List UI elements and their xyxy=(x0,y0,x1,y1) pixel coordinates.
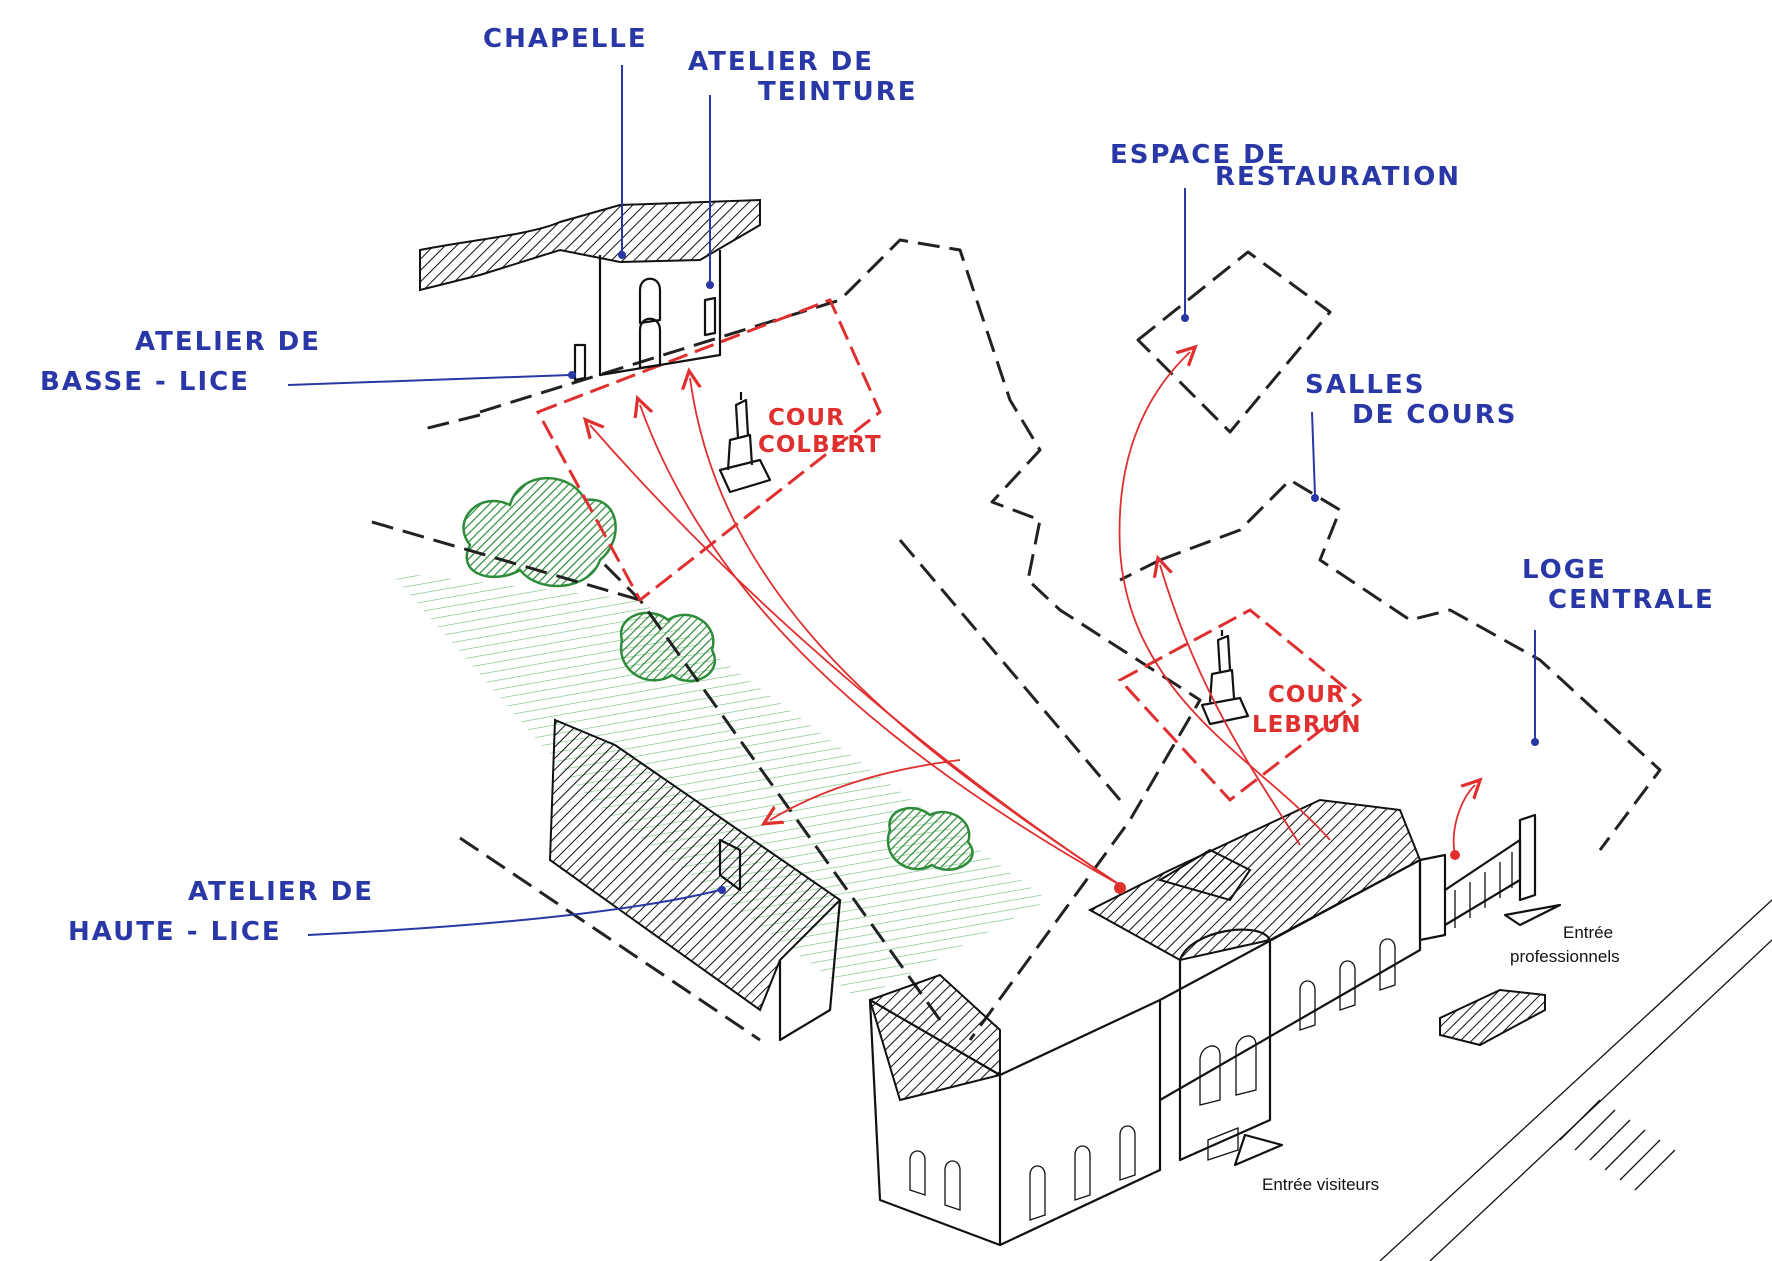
label-entree-visiteurs: Entrée visiteurs xyxy=(1262,1175,1379,1194)
crosswalk xyxy=(1559,1099,1676,1191)
entrance-gate xyxy=(1418,813,1537,942)
label-atelier-basse-lice-1: ATELIER DE xyxy=(135,327,321,357)
chapelle-building xyxy=(419,198,761,382)
label-loge-centrale-1: LOGE xyxy=(1522,555,1607,585)
label-atelier-teinture-2: TEINTURE xyxy=(758,77,918,107)
cour-colbert xyxy=(535,298,882,603)
statue-colbert xyxy=(718,392,772,494)
car xyxy=(1439,988,1546,1047)
labels: CHAPELLE ATELIER DE TEINTURE ESPACE DE R… xyxy=(40,24,1715,1194)
label-salles-cours-2: DE COURS xyxy=(1352,400,1517,430)
entree-visiteurs-marker xyxy=(1233,1133,1284,1167)
label-cour-colbert-1: COUR xyxy=(768,405,845,431)
label-chapelle: CHAPELLE xyxy=(483,24,648,54)
entree-professionnels-marker xyxy=(1503,903,1562,927)
label-atelier-teinture-1: ATELIER DE xyxy=(688,47,874,77)
label-loge-centrale-2: CENTRALE xyxy=(1548,585,1715,615)
label-espace-restauration-1: ESPACE DE xyxy=(1110,140,1287,170)
label-cour-lebrun-2: LEBRUN xyxy=(1252,712,1362,738)
circulation-arrows xyxy=(590,352,1475,894)
label-cour-colbert-2: COLBERT xyxy=(758,432,882,458)
cour-lebrun xyxy=(1117,608,1363,803)
label-entree-pro-1: Entrée xyxy=(1563,923,1613,942)
label-atelier-basse-lice-2: BASSE - LICE xyxy=(40,367,250,397)
haute-lice-building xyxy=(548,718,842,1042)
pro-origin-dot xyxy=(1450,850,1460,860)
visitor-origin-dot xyxy=(1114,882,1126,894)
label-atelier-haute-lice-2: HAUTE - LICE xyxy=(68,917,282,947)
label-espace-restauration-2: RESTAURATION xyxy=(1215,162,1461,192)
label-salles-cours-1: SALLES xyxy=(1305,370,1425,400)
label-entree-pro-2: professionnels xyxy=(1510,947,1620,966)
statue-lebrun xyxy=(1200,630,1250,726)
leader-lines xyxy=(287,65,1539,936)
tree-cluster-2 xyxy=(619,611,716,683)
label-cour-lebrun-1: COUR xyxy=(1268,682,1345,708)
main-facade-building xyxy=(868,798,1422,1247)
label-atelier-haute-lice-1: ATELIER DE xyxy=(188,877,374,907)
street xyxy=(1379,899,1772,1261)
tree-cluster-3 xyxy=(886,806,974,871)
